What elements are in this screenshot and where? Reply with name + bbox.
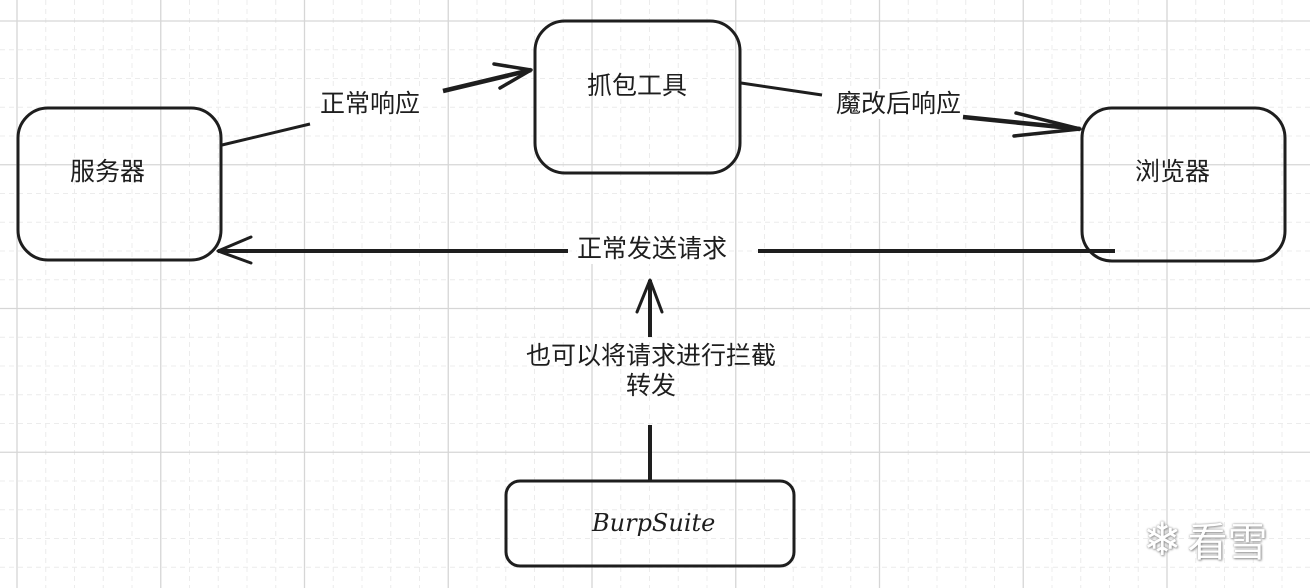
edge-burp-to-request[interactable]	[635, 278, 664, 481]
edge-label-intercept-line1: 也可以将请求进行拦截	[525, 341, 776, 370]
node-browser[interactable]	[1080, 106, 1287, 263]
edge-label-normal-request: 正常发送请求	[577, 234, 728, 264]
edge-proxy-to-browser[interactable]	[740, 81, 1082, 138]
node-proxy[interactable]	[533, 19, 742, 175]
watermark: ❄ 看雪	[1143, 510, 1268, 568]
node-proxy-label: 抓包工具	[587, 71, 688, 100]
edge-label-intercept-line2: 转发	[625, 371, 676, 400]
arrowhead-icon	[216, 235, 253, 265]
node-burpsuite-label: BurpSuite	[592, 509, 716, 537]
node-browser-label: 浏览器	[1135, 157, 1211, 186]
edge-label-normal-response: 正常响应	[320, 89, 421, 119]
arrowhead-icon	[635, 278, 664, 314]
edge-label-modified-response: 魔改后响应	[836, 89, 962, 119]
arrowhead-icon	[492, 62, 533, 90]
snowflake-icon: ❄	[1143, 512, 1182, 566]
edge-server-to-proxy[interactable]	[221, 62, 533, 147]
node-server[interactable]	[16, 106, 223, 262]
arrowhead-icon	[1012, 111, 1082, 138]
node-server-label: 服务器	[70, 157, 146, 186]
edge-browser-to-server[interactable]	[216, 235, 1115, 265]
watermark-text: 看雪	[1187, 520, 1268, 566]
edge-label-intercept: 也可以将请求进行拦截 转发	[506, 341, 796, 401]
